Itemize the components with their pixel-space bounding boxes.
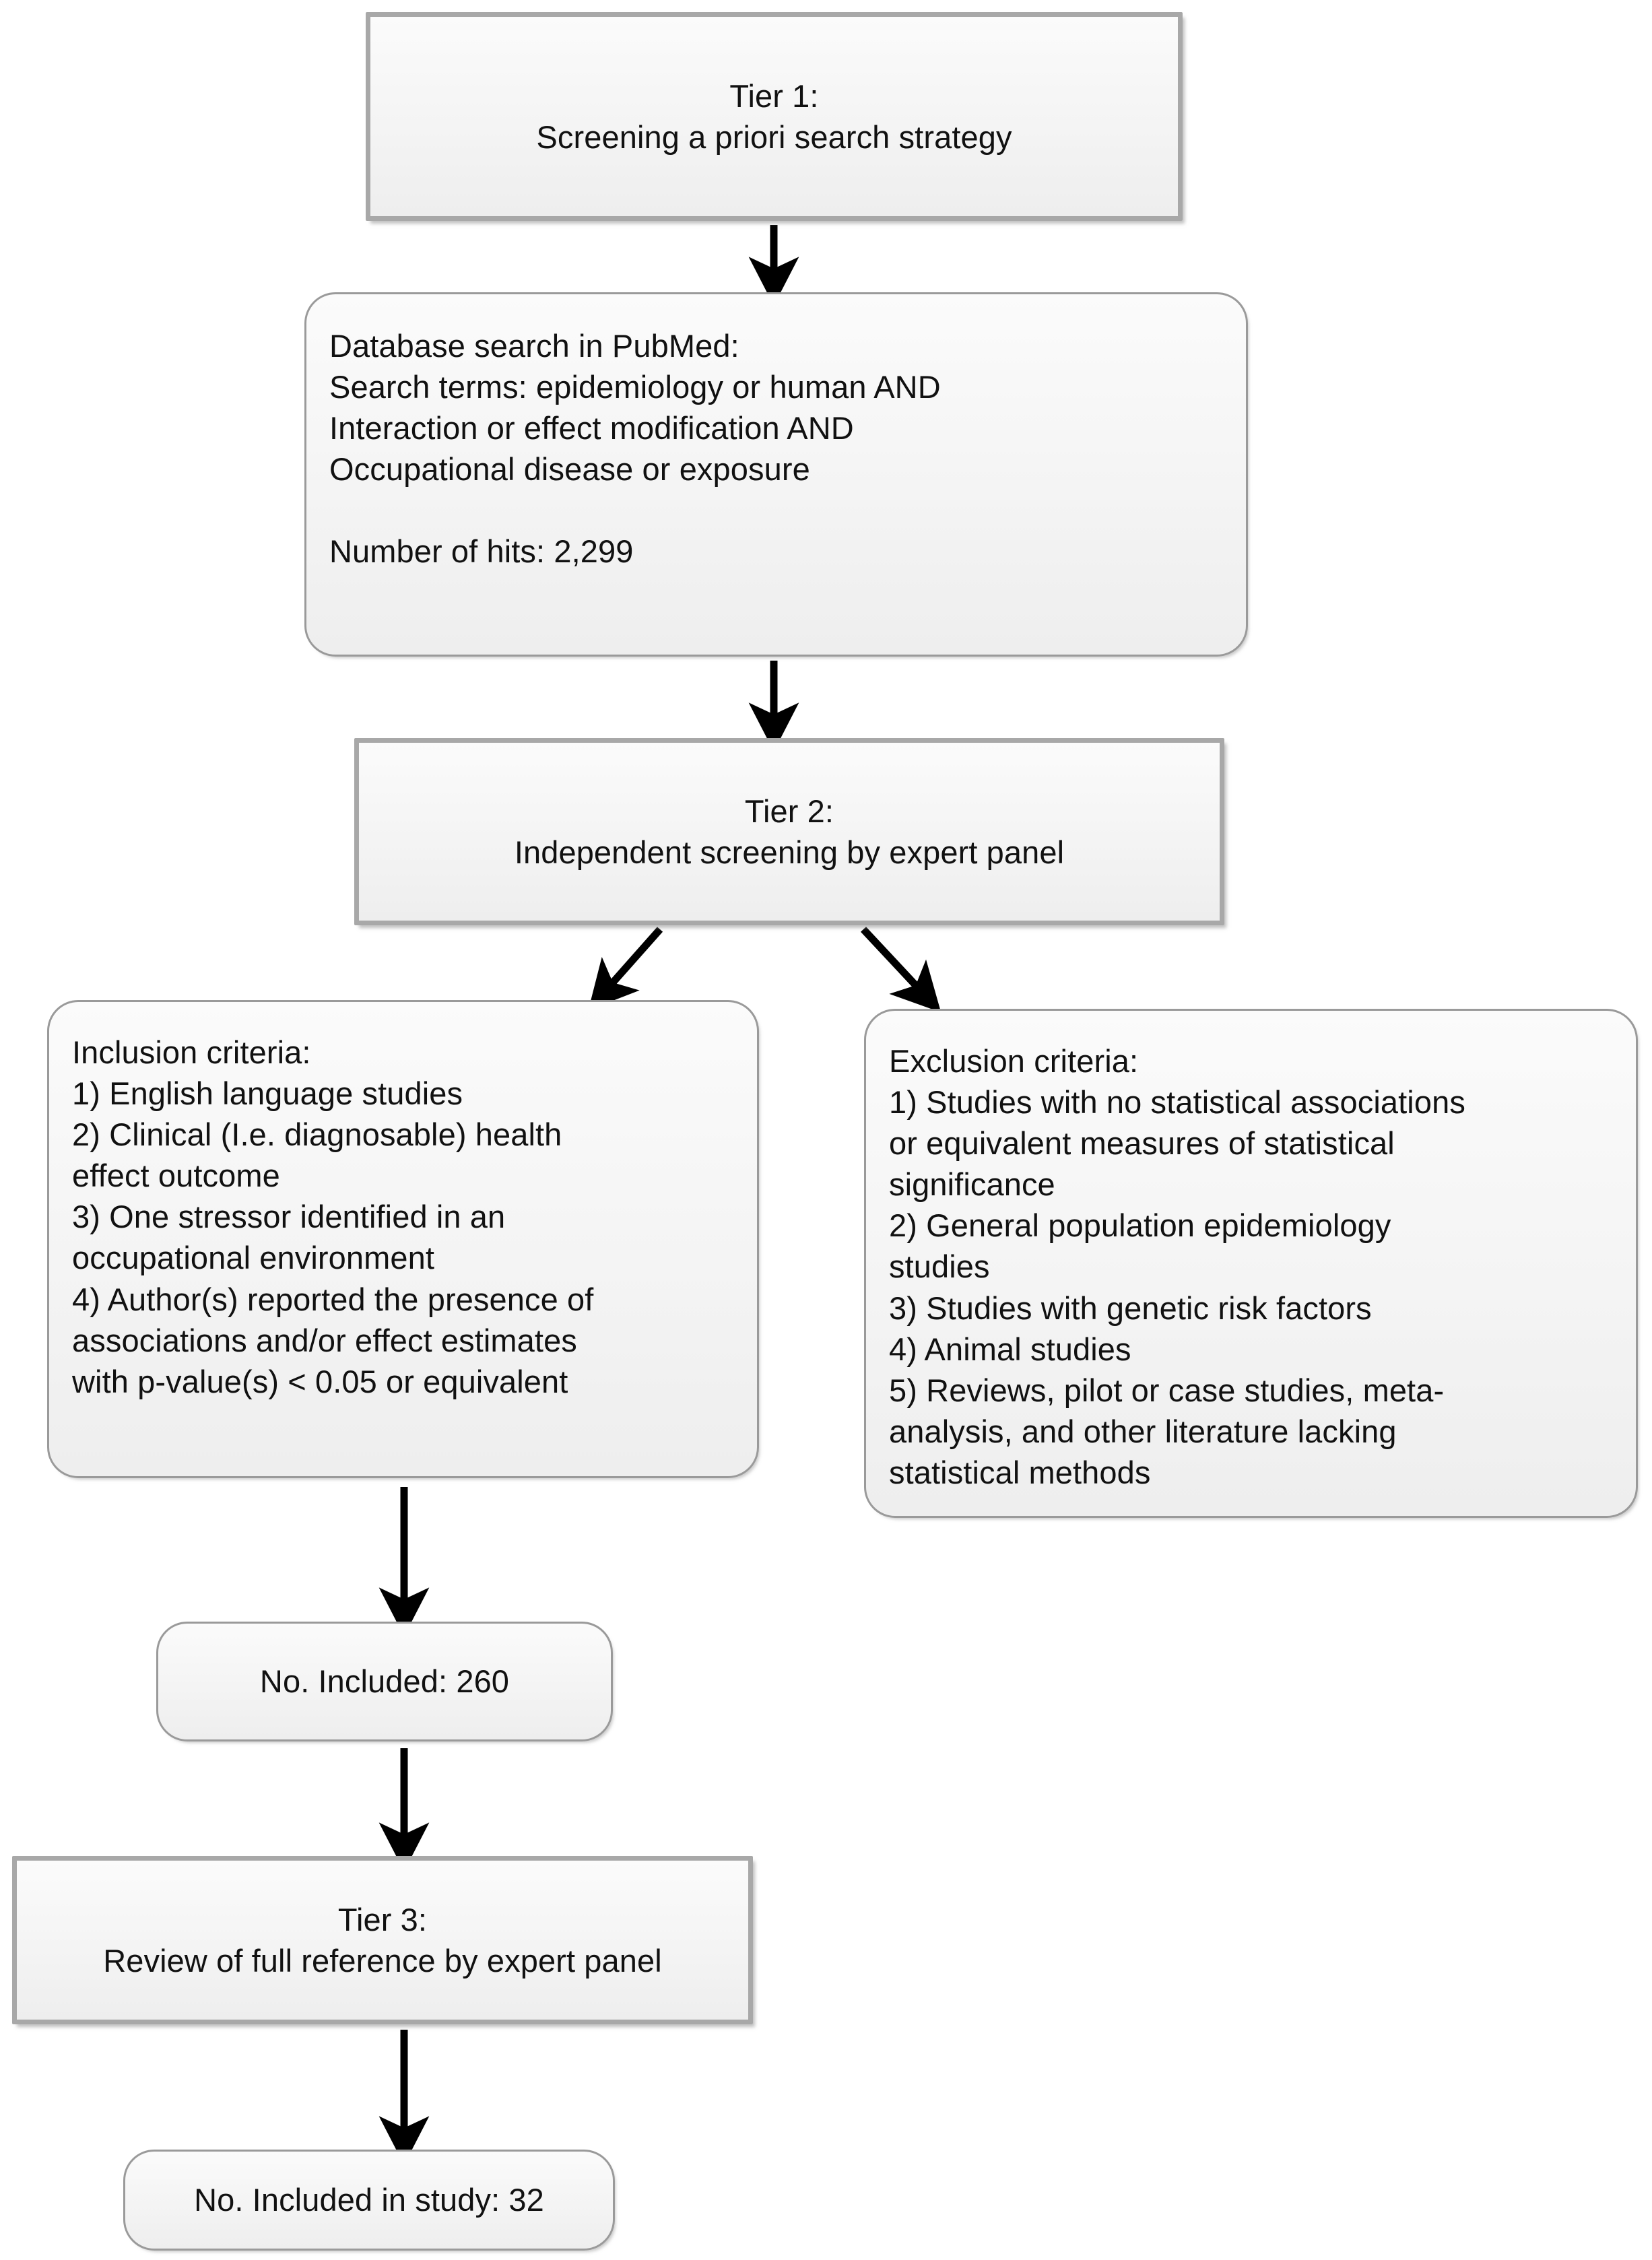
- inclusion-heading: Inclusion criteria:: [72, 1034, 311, 1070]
- exclusion-item-2-cont: studies: [889, 1249, 990, 1285]
- tier-3-title: Tier 3:: [337, 1901, 428, 1937]
- exclusion-item-5-cont-2: statistical methods: [889, 1454, 1151, 1490]
- arrow-tier2-to-exclusion: [860, 927, 941, 1013]
- node-number-included[interactable]: No. Included: 260: [156, 1622, 613, 1741]
- inclusion-item-2-cont: effect outcome: [72, 1158, 280, 1194]
- inclusion-item-3-cont: occupational environment: [72, 1240, 435, 1276]
- tier-3-subtitle: Review of full reference by expert panel: [103, 1943, 662, 1979]
- exclusion-item-3: 3) Studies with genetic risk factors: [889, 1290, 1372, 1326]
- node-tier-2[interactable]: Tier 2: Independent screening by expert …: [354, 738, 1224, 925]
- exclusion-item-1-cont-2: significance: [889, 1166, 1055, 1203]
- node-exclusion-criteria[interactable]: Exclusion criteria: 1) Studies with no s…: [864, 1009, 1638, 1518]
- node-tier-3[interactable]: Tier 3: Review of full reference by expe…: [12, 1856, 753, 2024]
- search-terms-line-3: Occupational disease or exposure: [329, 451, 810, 488]
- inclusion-item-2: 2) Clinical (I.e. diagnosable) health: [72, 1117, 562, 1153]
- exclusion-item-5-cont-1: analysis, and other literature lacking: [889, 1413, 1397, 1449]
- search-terms-line-1: Search terms: epidemiology or human AND: [329, 369, 941, 405]
- exclusion-item-4: 4) Animal studies: [889, 1331, 1131, 1367]
- tier-2-subtitle: Independent screening by expert panel: [514, 834, 1065, 870]
- exclusion-heading: Exclusion criteria:: [889, 1043, 1139, 1079]
- inclusion-item-3: 3) One stressor identified in an: [72, 1199, 506, 1235]
- tier-1-title: Tier 1:: [729, 77, 819, 114]
- tier-1-subtitle: Screening a priori search strategy: [536, 119, 1012, 155]
- database-search-heading: Database search in PubMed:: [329, 328, 739, 364]
- node-database-search[interactable]: Database search in PubMed: Search terms:…: [304, 292, 1248, 657]
- number-of-hits: Number of hits: 2,299: [329, 533, 634, 570]
- node-tier-1[interactable]: Tier 1: Screening a priori search strate…: [366, 12, 1183, 221]
- arrow-tier2-to-inclusion: [588, 927, 663, 1011]
- spacer: [306, 490, 1246, 531]
- node-number-included-in-study[interactable]: No. Included in study: 32: [123, 2150, 615, 2251]
- exclusion-item-2: 2) General population epidemiology: [889, 1207, 1391, 1244]
- inclusion-item-1: 1) English language studies: [72, 1075, 463, 1112]
- tier-2-title: Tier 2:: [744, 793, 834, 829]
- exclusion-item-1: 1) Studies with no statistical associati…: [889, 1084, 1465, 1121]
- search-terms-line-2: Interaction or effect modification AND: [329, 410, 854, 446]
- exclusion-item-5: 5) Reviews, pilot or case studies, meta-: [889, 1372, 1445, 1408]
- inclusion-item-4: 4) Author(s) reported the presence of: [72, 1281, 594, 1317]
- inclusion-item-4-cont-2: with p-value(s) < 0.05 or equivalent: [72, 1363, 568, 1399]
- node-inclusion-criteria[interactable]: Inclusion criteria: 1) English language …: [47, 1000, 759, 1478]
- inclusion-item-4-cont-1: associations and/or effect estimates: [72, 1322, 577, 1358]
- exclusion-item-1-cont-1: or equivalent measures of statistical: [889, 1125, 1395, 1162]
- number-included-in-study-label: No. Included in study: 32: [194, 2182, 544, 2218]
- number-included-label: No. Included: 260: [259, 1663, 510, 1700]
